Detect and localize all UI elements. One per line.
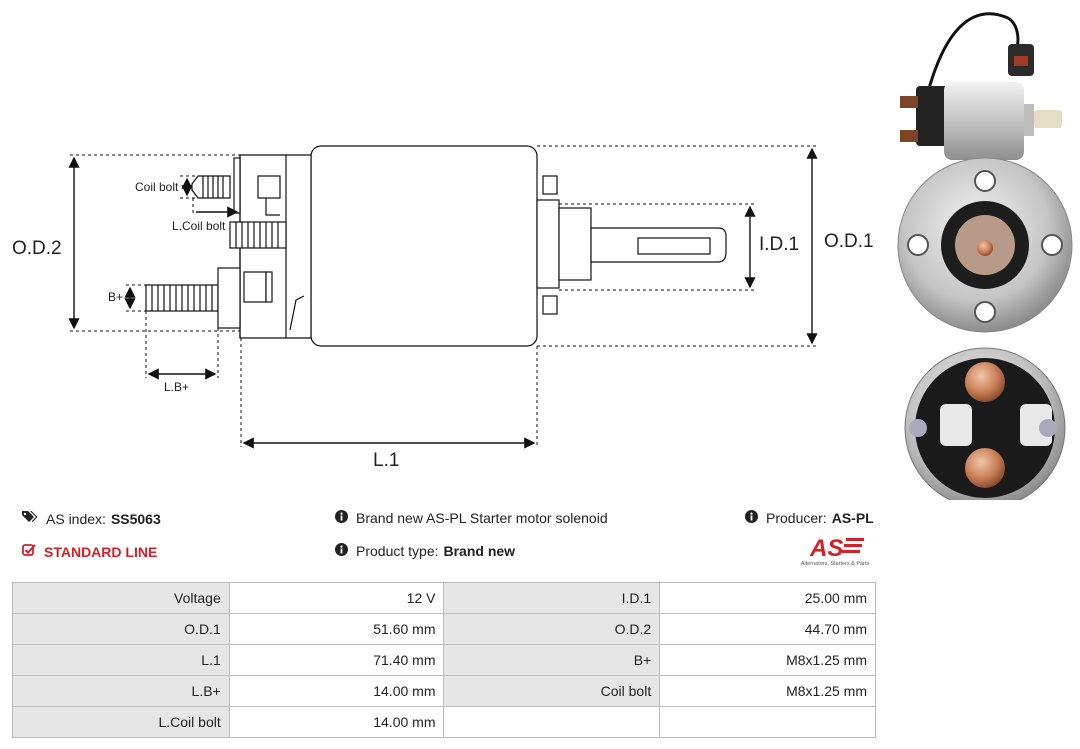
info-icon [335, 510, 348, 526]
rear-photo [904, 347, 1066, 500]
product-description: Brand new AS-PL Starter motor solenoid [356, 510, 608, 526]
spec-label-empty [443, 706, 661, 738]
coil-bolt-shape [191, 175, 231, 199]
b-plus-label: B+ [108, 290, 123, 304]
spec-label: O.D.2 [443, 613, 661, 645]
table-row: L.B+ 14.00 mm Coil bolt M8x1.25 mm [12, 675, 876, 707]
producer-label: Producer: [766, 510, 827, 526]
producer-value: AS-PL [831, 510, 874, 526]
id1-label: I.D.1 [759, 234, 799, 255]
spec-value: 14.00 mm [228, 706, 445, 738]
as-index-row: AS index: SS5063 [22, 510, 161, 527]
spec-label: Voltage [12, 582, 230, 614]
spec-label: L.Coil bolt [12, 706, 230, 738]
checkbox-icon [22, 543, 36, 560]
spec-label: O.D.1 [12, 613, 230, 645]
table-row: L.1 71.40 mm B+ M8x1.25 mm [12, 644, 876, 676]
spec-label: L.B+ [12, 675, 230, 707]
info-icon [745, 510, 758, 526]
spec-value-empty [659, 706, 876, 738]
spec-value: 25.00 mm [659, 582, 876, 614]
table-row: L.Coil bolt 14.00 mm [12, 706, 876, 738]
spec-value: 44.70 mm [659, 613, 876, 645]
spec-value: M8x1.25 mm [659, 644, 876, 676]
technical-drawing: Coil bolt L.Coil bolt B+ L.B+ O.D.2 O.D.… [12, 145, 874, 471]
spec-label: L.1 [12, 644, 230, 676]
spec-value: 71.40 mm [228, 644, 445, 676]
standard-line-label: STANDARD LINE [44, 543, 158, 560]
spec-label: I.D.1 [443, 582, 661, 614]
front-photo [897, 157, 1073, 333]
as-pl-logo: AS Alternators, Starters & Parts [790, 534, 880, 570]
od2-label: O.D.2 [12, 238, 62, 259]
product-type-value: Brand new [443, 543, 516, 559]
product-type-row: Product type: Brand new [335, 543, 515, 559]
table-row: Voltage 12 V I.D.1 25.00 mm [12, 582, 876, 614]
product-photos [897, 12, 1073, 500]
as-index-label: AS index: [46, 510, 106, 527]
od1-label: O.D.1 [824, 231, 874, 252]
solenoid-body [310, 145, 538, 347]
table-row: O.D.1 51.60 mm O.D.2 44.70 mm [12, 613, 876, 645]
b-plus-bolt-shape [145, 284, 219, 312]
specs-table: Voltage 12 V I.D.1 25.00 mm O.D.1 51.60 … [12, 582, 876, 738]
l1-label: L.1 [373, 450, 399, 471]
spec-value: M8x1.25 mm [659, 675, 876, 707]
producer-row: Producer: AS-PL [745, 510, 874, 526]
info-icon [335, 543, 348, 559]
product-type-label: Product type: [356, 543, 439, 559]
l-coil-bolt-label: L.Coil bolt [172, 219, 226, 233]
spec-value: 14.00 mm [228, 675, 445, 707]
as-index-value: SS5063 [110, 510, 161, 527]
svg-text:AS: AS [809, 535, 843, 560]
logo-tagline: Alternators, Starters & Parts [800, 561, 870, 567]
standard-line-row: STANDARD LINE [22, 543, 157, 560]
logo-mark: AS [809, 535, 864, 560]
spec-value: 51.60 mm [228, 613, 445, 645]
description-row: Brand new AS-PL Starter motor solenoid [335, 510, 608, 526]
spec-label: Coil bolt [443, 675, 661, 707]
spec-label: B+ [443, 644, 661, 676]
l-b-plus-label: L.B+ [164, 380, 189, 394]
coil-bolt-label: Coil bolt [135, 180, 179, 194]
tag-icon [22, 510, 38, 527]
side-photo [900, 12, 1062, 160]
spec-value: 12 V [228, 582, 445, 614]
